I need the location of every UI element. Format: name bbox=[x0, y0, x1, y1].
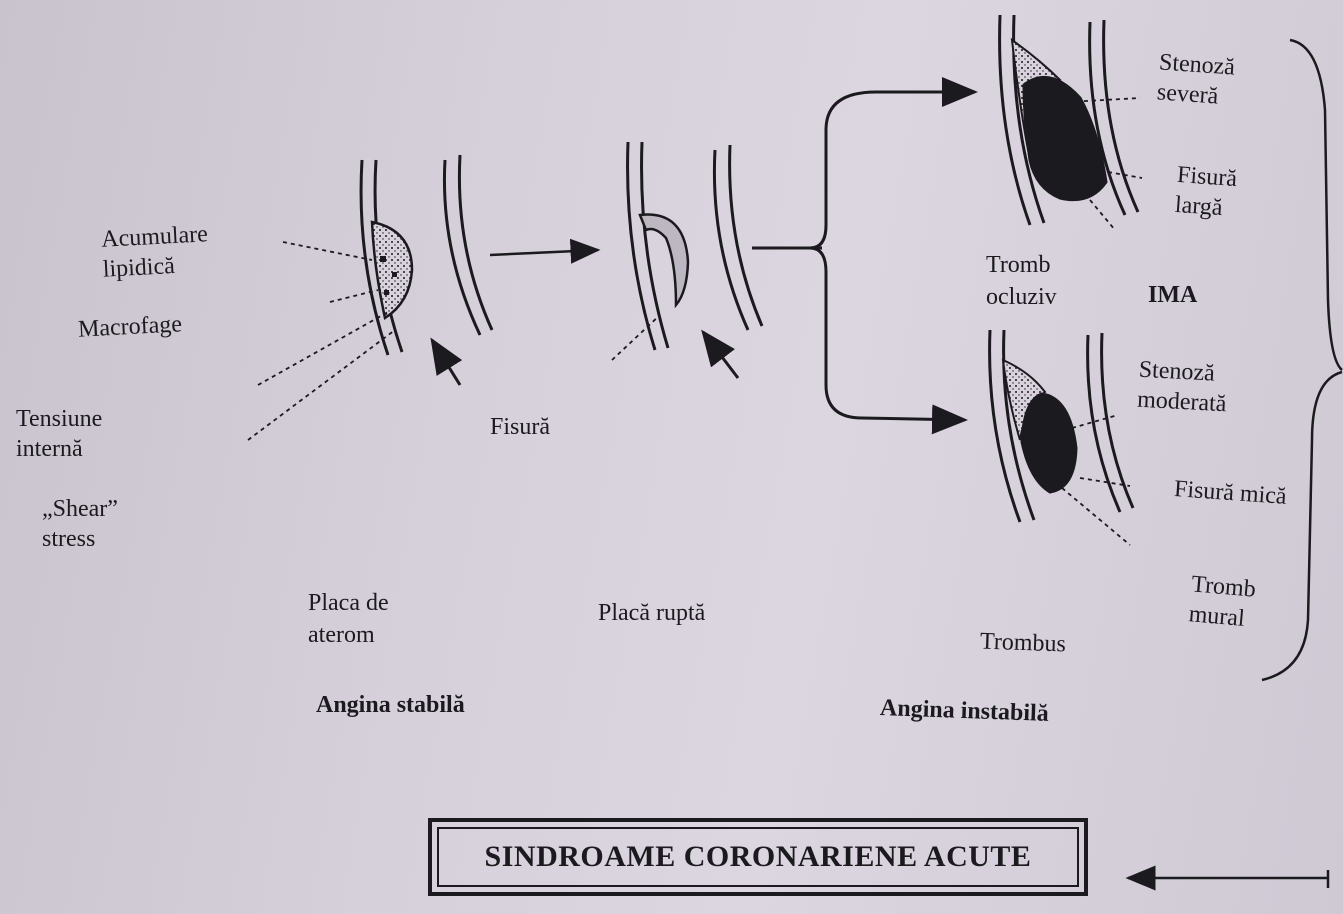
arrow-stage1-to-stage2 bbox=[490, 250, 598, 255]
mural-thrombus-vessel bbox=[990, 330, 1133, 522]
branch-brace bbox=[752, 92, 975, 420]
label-shear-stress: „Shear” stress bbox=[42, 492, 118, 556]
stage1-stress-arrow bbox=[432, 340, 460, 385]
label-stenoza-severa: Stenoză severă bbox=[1156, 45, 1236, 114]
label-stenoza-moderata: Stenoză moderată bbox=[1136, 353, 1229, 422]
stage1-leader-lines bbox=[248, 242, 395, 440]
label-angina-stabila: Angina stabilă bbox=[316, 688, 465, 722]
label-placa-rupta: Placă ruptă bbox=[598, 596, 705, 630]
stage2-stress-arrow bbox=[703, 332, 738, 378]
label-trombus: Trombus bbox=[979, 625, 1066, 662]
ruptured-plaque-vessel bbox=[628, 142, 762, 350]
label-macrofage: Macrofage bbox=[77, 307, 183, 346]
title-box: SINDROAME CORONARIENE ACUTE bbox=[428, 818, 1088, 896]
label-fisura-larga: Fisură largă bbox=[1174, 158, 1238, 226]
stable-plaque-vessel bbox=[361, 155, 492, 355]
label-ima: IMA bbox=[1148, 278, 1197, 312]
label-placa-de-aterom: Placa de aterom bbox=[308, 586, 389, 652]
label-tromb-mural: Tromb mural bbox=[1187, 567, 1257, 636]
label-tensiune-interna: Tensiune internă bbox=[16, 402, 102, 466]
occlusive-thrombus-vessel bbox=[1000, 15, 1138, 225]
label-angina-instabila: Angina instabilă bbox=[879, 691, 1049, 731]
label-fisura: Fisură bbox=[490, 410, 550, 444]
label-acumulare-lipidica: Acumulare lipidică bbox=[100, 217, 210, 286]
title-text: SINDROAME CORONARIENE ACUTE bbox=[485, 840, 1032, 874]
label-tromb-ocluziv: Tromb ocluziv bbox=[986, 248, 1057, 314]
